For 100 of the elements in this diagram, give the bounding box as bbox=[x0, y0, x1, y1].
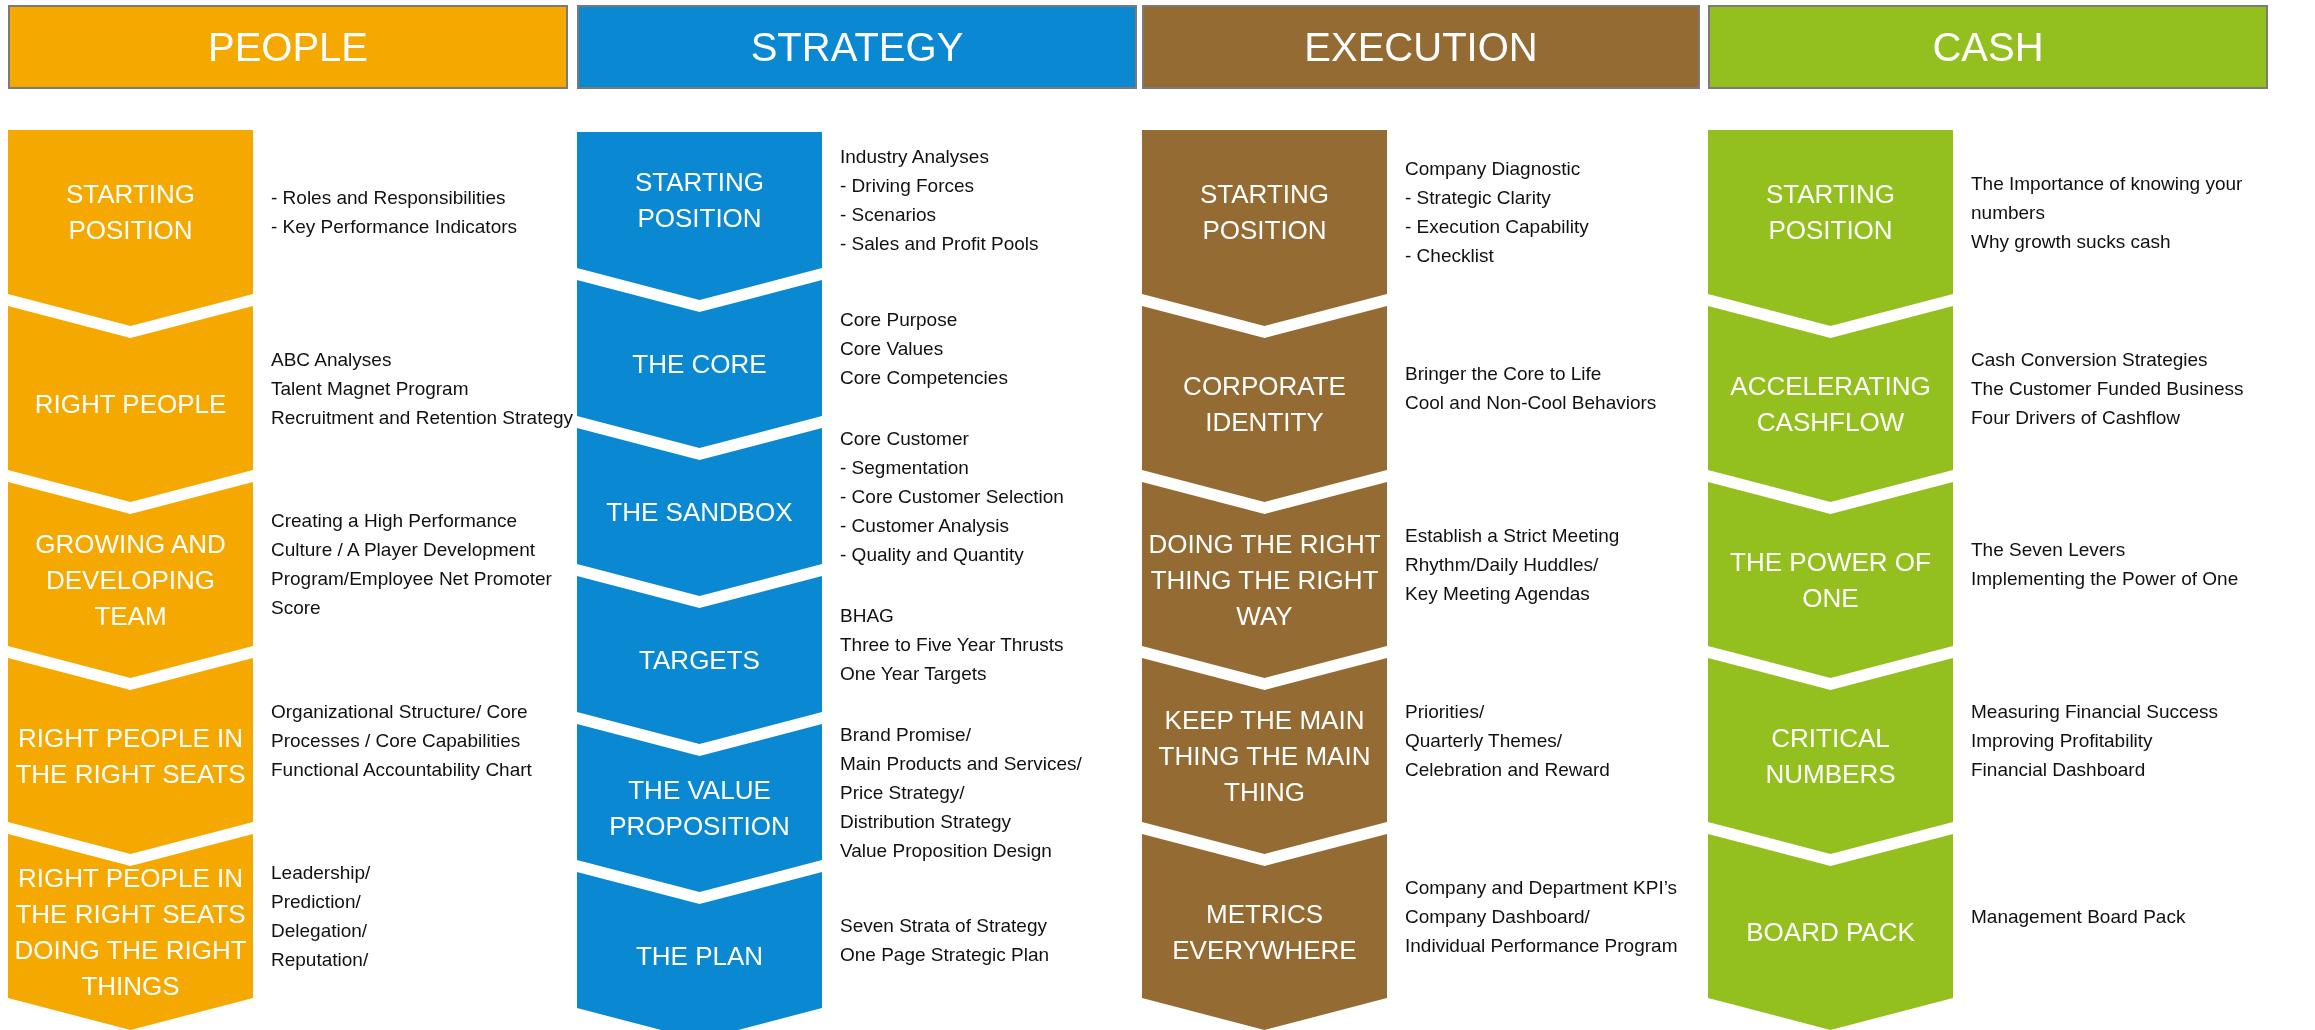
chevron-step bbox=[1708, 834, 1953, 1030]
step-detail-text: Company and Department KPI’s bbox=[1405, 875, 1678, 900]
step-title: DOING THE RIGHT THING THE RIGHT WAY bbox=[1147, 528, 1382, 633]
chevron-step bbox=[8, 658, 253, 854]
step-detail-text: Financial Dashboard bbox=[1971, 757, 2146, 782]
step-detail-text: Improving Profitability bbox=[1971, 728, 2153, 753]
column-header: PEOPLE bbox=[8, 5, 568, 89]
step-detail-text: Reputation/ bbox=[271, 948, 369, 972]
step-detail-text: Implementing the Power of One bbox=[1971, 567, 2239, 591]
step-detail-text: Creating a High Performance Culture / A Player Development Program/Employee Net Promoter Score bbox=[271, 509, 553, 620]
column-header: CASH bbox=[1708, 5, 2268, 89]
step-detail-text: BHAG bbox=[840, 603, 894, 628]
step-detail-text: Priorities/ bbox=[1405, 699, 1485, 724]
step-title: THE SANDBOX bbox=[606, 496, 793, 529]
step-detail-text: Talent Magnet Program bbox=[271, 376, 469, 401]
column-header: EXECUTION bbox=[1142, 5, 1700, 89]
step-detail-text: Why growth sucks cash bbox=[1971, 229, 2171, 254]
step-detail-text: Management Board Pack bbox=[1971, 904, 2186, 929]
chevron-step bbox=[577, 280, 822, 448]
step-title: CRITICAL NUMBERS bbox=[1764, 722, 1897, 791]
step-detail-text: Company Diagnostic bbox=[1405, 157, 1581, 181]
step-detail-text: - Execution Capability bbox=[1405, 215, 1589, 239]
chevron-step bbox=[1708, 130, 1953, 326]
step-title: RIGHT PEOPLE IN THE RIGHT SEATS DOING THE RIGHT THINGS bbox=[13, 862, 248, 1003]
step-detail-text: The Seven Levers bbox=[1971, 538, 2126, 562]
step-detail-text: Seven Strata of Strategy bbox=[840, 914, 1047, 938]
chevron-step bbox=[1708, 482, 1953, 678]
chevron-step bbox=[577, 576, 822, 744]
step-title: STARTING POSITION bbox=[633, 166, 766, 235]
step-detail-text: The Importance of knowing your numbers bbox=[1971, 171, 2244, 225]
step-title: THE CORE bbox=[632, 348, 767, 381]
step-title: STARTING POSITION bbox=[1198, 178, 1331, 247]
chevron-step bbox=[577, 428, 822, 596]
step-detail-text: - Key Performance Indicators bbox=[271, 215, 518, 239]
step-detail-text: Price Strategy/ bbox=[840, 780, 965, 805]
step-title: THE POWER OF ONE bbox=[1729, 546, 1932, 615]
step-detail-text: Measuring Financial Success bbox=[1971, 699, 2219, 724]
step-detail-text: Delegation/ bbox=[271, 919, 368, 943]
step-detail-text: Distribution Strategy bbox=[840, 809, 1012, 834]
step-detail-text: Recruitment and Retention Strategy bbox=[271, 405, 574, 430]
step-detail-text: Organizational Structure/ Core Processes / Core Capabilities Functional Accountability Chart bbox=[271, 699, 533, 782]
step-title: STARTING POSITION bbox=[64, 178, 197, 247]
chevron-step bbox=[1142, 482, 1387, 678]
step-detail-text: Quarterly Themes/ bbox=[1405, 728, 1562, 753]
chevron-step bbox=[8, 482, 253, 678]
step-detail-text: Cool and Non-Cool Behaviors bbox=[1405, 391, 1657, 415]
chevron-step bbox=[577, 132, 822, 300]
step-detail-text: - Segmentation bbox=[840, 455, 969, 480]
step-detail-text: Three to Five Year Thrusts bbox=[840, 632, 1064, 657]
chevron-step bbox=[8, 130, 253, 326]
step-detail-text: Company Dashboard/ bbox=[1405, 904, 1590, 929]
step-detail-text: Value Proposition Design bbox=[840, 838, 1052, 863]
step-detail-text: - Checklist bbox=[1405, 244, 1494, 268]
step-detail-text: Individual Performance Program bbox=[1405, 933, 1678, 958]
step-detail-text: - Roles and Responsibilities bbox=[271, 186, 506, 210]
step-detail-text: The Customer Funded Business bbox=[1971, 376, 2244, 401]
step-detail-text: Industry Analyses bbox=[840, 145, 989, 169]
step-detail-text: Core Customer bbox=[840, 426, 969, 451]
step-detail-text: - Sales and Profit Pools bbox=[840, 232, 1039, 256]
chevron-step bbox=[1142, 130, 1387, 326]
chevron-step bbox=[577, 872, 822, 1030]
chevron-step bbox=[8, 306, 253, 502]
step-detail-text: ABC Analyses bbox=[271, 347, 392, 372]
chevron-step bbox=[577, 724, 822, 892]
step-detail-text: - Strategic Clarity bbox=[1405, 186, 1551, 210]
step-detail-text: Leadership/ bbox=[271, 861, 371, 885]
step-detail-text: Establish a Strict Meeting Rhythm/Daily Huddles/ bbox=[1405, 523, 1621, 577]
step-title: GROWING AND DEVELOPING TEAM bbox=[34, 528, 227, 633]
step-detail-text: - Driving Forces bbox=[840, 174, 975, 198]
step-detail-text: Core Purpose bbox=[840, 307, 958, 332]
step-detail-text: Core Competencies bbox=[840, 365, 1008, 390]
step-detail-text: Prediction/ bbox=[271, 890, 361, 914]
step-title: RIGHT PEOPLE IN THE RIGHT SEATS bbox=[14, 722, 247, 791]
chevron-step bbox=[1142, 658, 1387, 854]
step-detail-text: One Year Targets bbox=[840, 661, 987, 686]
step-detail-text: - Scenarios bbox=[840, 203, 937, 227]
step-title: METRICS EVERYWHERE bbox=[1171, 898, 1358, 967]
step-title: CORPORATE IDENTITY bbox=[1182, 370, 1347, 439]
step-title: THE VALUE PROPOSITION bbox=[608, 774, 791, 843]
step-detail-text: - Core Customer Selection bbox=[840, 484, 1064, 509]
step-title: RIGHT PEOPLE bbox=[34, 388, 227, 421]
step-title: STARTING POSITION bbox=[1764, 178, 1897, 247]
step-detail-text: Main Products and Services/ bbox=[840, 751, 1082, 776]
step-detail-text: Cash Conversion Strategies bbox=[1971, 347, 2208, 372]
step-title: BOARD PACK bbox=[1746, 916, 1915, 949]
step-title: THE PLAN bbox=[635, 940, 764, 973]
step-detail-text: Celebration and Reward bbox=[1405, 757, 1610, 782]
step-detail-text: One Page Strategic Plan bbox=[840, 943, 1050, 967]
step-title: KEEP THE MAIN THING THE MAIN THING bbox=[1157, 704, 1372, 809]
step-title: ACCELERATING CASHFLOW bbox=[1729, 370, 1932, 439]
chevron-step bbox=[8, 834, 253, 1030]
step-title: TARGETS bbox=[639, 644, 760, 677]
step-detail-text: Four Drivers of Cashflow bbox=[1971, 405, 2181, 430]
step-detail-text: Bringer the Core to Life bbox=[1405, 362, 1602, 386]
step-detail-text: - Customer Analysis bbox=[840, 513, 1009, 538]
chevron-step bbox=[1708, 306, 1953, 502]
chevron-step bbox=[1142, 306, 1387, 502]
column-header: STRATEGY bbox=[577, 5, 1137, 89]
step-detail-text: Key Meeting Agendas bbox=[1405, 581, 1590, 606]
step-detail-text: Core Values bbox=[840, 336, 944, 361]
